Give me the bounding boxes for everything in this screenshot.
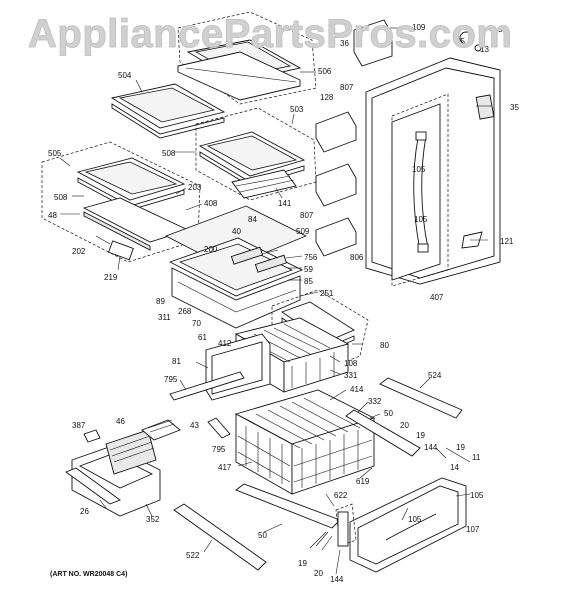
callout-414: 414 [350, 385, 364, 394]
callout-14: 14 [450, 463, 459, 472]
callout-141: 141 [278, 199, 292, 208]
callout-25: 25 [456, 37, 465, 46]
callout-219: 219 [104, 273, 118, 282]
callout-524: 524 [428, 371, 442, 380]
callout-508-b: 508 [54, 193, 68, 202]
ice-bin-352 [65, 419, 181, 517]
callout-795-a: 795 [164, 375, 178, 384]
shelf-505 [41, 141, 201, 263]
callout-756: 756 [304, 253, 318, 262]
callout-108: 407 [430, 293, 444, 302]
callout-311: 311 [158, 313, 171, 322]
callout-46: 46 [116, 417, 125, 426]
callout-20-a: 20 [400, 421, 409, 430]
callout-417: 417 [218, 463, 232, 472]
callout-506: 506 [318, 67, 332, 76]
crisper-assembly-509 [165, 205, 307, 329]
callout-19-a: 19 [416, 431, 425, 440]
callout-26: 26 [80, 507, 89, 516]
callout-200: 200 [204, 245, 218, 254]
callout-40: 40 [232, 227, 241, 236]
callout-36: 36 [340, 39, 349, 48]
callout-619: 619 [356, 477, 370, 486]
callout-509: 509 [296, 227, 310, 236]
callout-59: 59 [304, 265, 313, 274]
callout-105-b: 105 [414, 215, 428, 224]
callout-407: 61 [198, 333, 207, 342]
callout-412: 108 [344, 359, 358, 368]
callout-34: 34 [498, 25, 507, 34]
callout-508-a: 508 [162, 149, 176, 158]
callout-105-a: 105 [412, 165, 426, 174]
drawer-front-81 [169, 333, 271, 401]
callout-labels: 109 34 36 25 13 506 504 807 128 35 503 5… [48, 23, 519, 584]
callout-19-b: 19 [456, 443, 465, 452]
callout-20-b: 20 [314, 569, 323, 578]
callout-352: 352 [146, 515, 160, 524]
door-bins [315, 19, 495, 257]
callout-81: 81 [172, 357, 181, 366]
callout-795-b: 795 [212, 445, 226, 454]
leader-lines [59, 27, 492, 575]
callout-202: 202 [72, 247, 86, 256]
callout-408: 408 [204, 199, 218, 208]
callout-503: 503 [290, 105, 304, 114]
fresh-food-door [365, 57, 501, 287]
callout-84: 84 [248, 215, 257, 224]
callout-50-b: 50 [258, 531, 267, 540]
callout-85: 85 [304, 277, 313, 286]
callout-121: 121 [500, 237, 514, 246]
callout-622: 622 [334, 491, 348, 500]
freezer-drawer-front-107 [335, 477, 467, 573]
callout-109: 109 [412, 23, 426, 32]
callout-504: 504 [118, 71, 132, 80]
callout-387: 387 [72, 421, 86, 430]
callout-105-d: 105 [408, 515, 422, 524]
callout-331: 331 [344, 371, 358, 380]
callout-332: 332 [368, 397, 382, 406]
callout-128: 128 [320, 93, 334, 102]
callout-105-c: 105 [470, 491, 484, 500]
callout-144-b: 144 [330, 575, 344, 584]
art-number: (ART NO. WR20048 C4) [50, 571, 128, 578]
callout-203: 203 [188, 183, 202, 192]
callout-48: 48 [48, 211, 57, 220]
callout-806: 806 [350, 253, 364, 262]
callout-251: 251 [320, 289, 334, 298]
callout-89: 89 [156, 297, 165, 306]
callout-50-a: 50 [384, 409, 393, 418]
callout-13: 13 [480, 45, 489, 54]
callout-19-c: 19 [298, 559, 307, 568]
callout-35: 35 [510, 103, 519, 112]
lower-basket-414 [234, 389, 376, 495]
callout-11: 11 [472, 453, 481, 462]
callout-144-a: 144 [424, 443, 438, 452]
callout-80: 80 [380, 341, 389, 350]
slide-rails [173, 377, 463, 571]
callout-522: 522 [186, 551, 200, 560]
callout-70: 70 [192, 319, 201, 328]
callout-807-b: 807 [300, 211, 314, 220]
shelf-504 [110, 83, 226, 139]
callout-43: 43 [190, 421, 199, 430]
callout-505: 505 [48, 149, 62, 158]
callout-268: 268 [178, 307, 192, 316]
top-shelf-506 [177, 11, 317, 105]
callout-61: 412 [218, 339, 232, 348]
callout-807: 807 [340, 83, 354, 92]
callout-107: 107 [466, 525, 480, 534]
